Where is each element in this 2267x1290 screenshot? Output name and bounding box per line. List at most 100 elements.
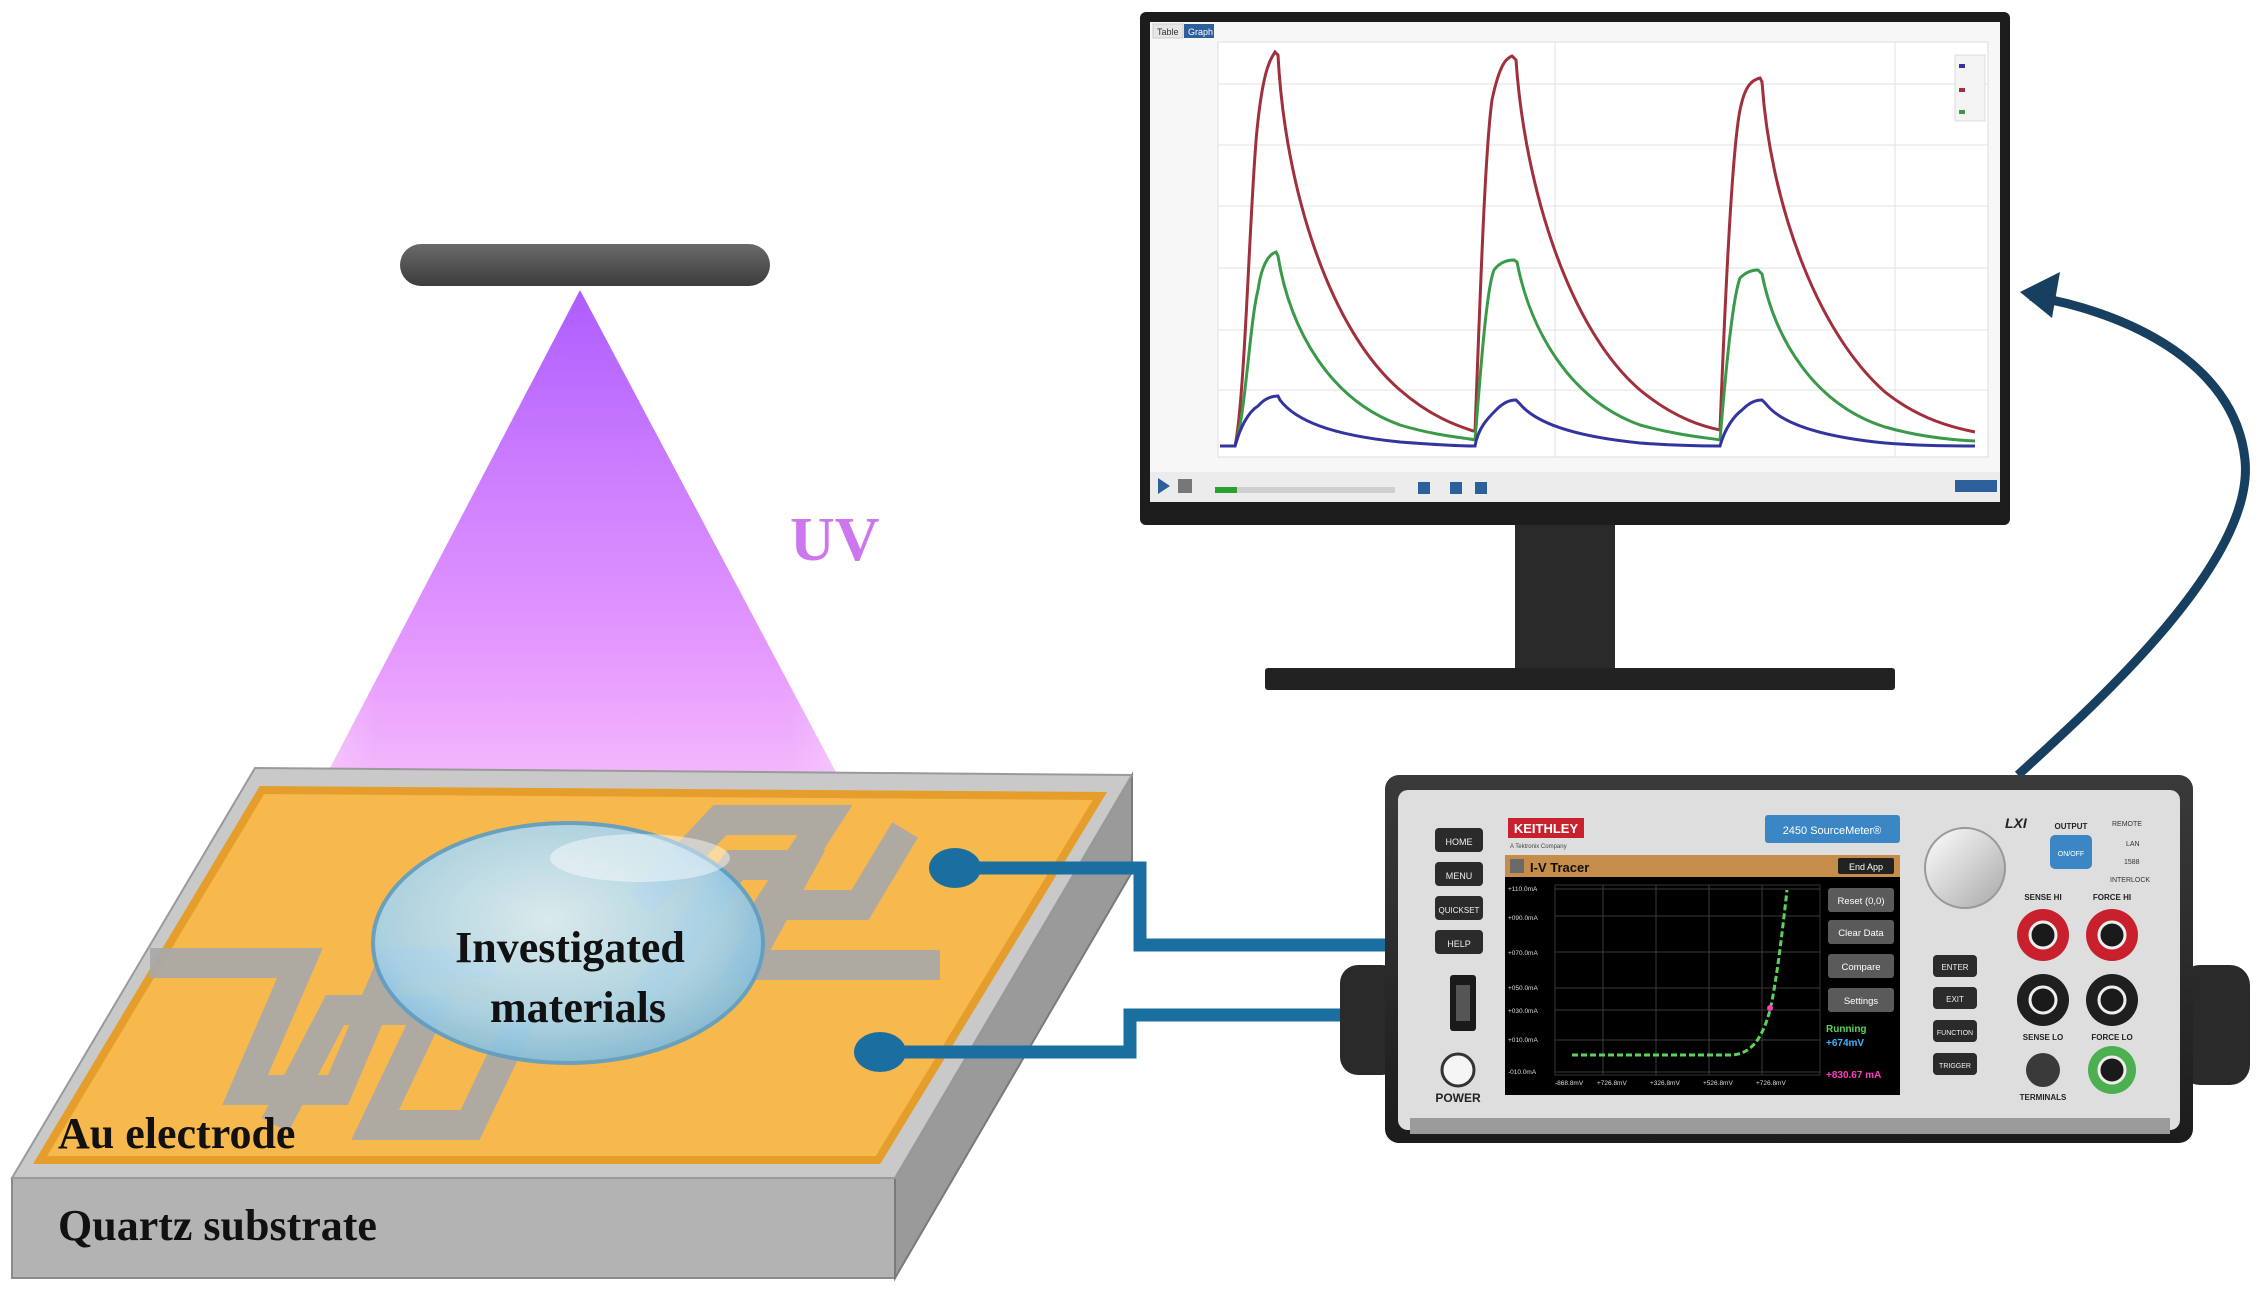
usb-slot xyxy=(1456,985,1470,1021)
clear-data-button[interactable] xyxy=(1828,920,1894,944)
settings-button[interactable] xyxy=(1828,988,1894,1012)
output-label: OUTPUT xyxy=(2055,822,2088,831)
trace-red xyxy=(1220,49,1976,448)
ground-terminal-inner xyxy=(2097,1055,2127,1085)
end-app-button[interactable] xyxy=(1838,858,1894,874)
sense-hi-inner xyxy=(2028,920,2058,950)
home-key[interactable] xyxy=(1435,828,1483,852)
onoff-label: ON/OFF xyxy=(2058,851,2084,858)
model-badge-text: 2450 SourceMeter® xyxy=(1783,825,1882,837)
legend-swatch-2 xyxy=(1959,88,1965,92)
instrument-settings-button[interactable] xyxy=(1955,480,1997,492)
app-icon xyxy=(1510,859,1524,873)
quartz-substrate-label: Quartz substrate xyxy=(58,1201,377,1250)
status-voltage: +674mV xyxy=(1826,1038,1864,1049)
info-icon[interactable] xyxy=(1475,482,1487,494)
status-current: +830.67 mA xyxy=(1826,1070,1881,1081)
data-flow-arrow xyxy=(2014,291,2250,779)
enter-key-label: ENTER xyxy=(1941,963,1968,972)
indicator-interlock: INTERLOCK xyxy=(2110,877,2150,884)
data-flow-arrowhead xyxy=(2020,272,2060,318)
iv-xtick: +326.8mV xyxy=(1650,1080,1680,1087)
output-on-off-button[interactable] xyxy=(2050,835,2092,869)
iv-ytick: +030.0mA xyxy=(1508,1008,1538,1015)
iv-xtick: +726.8mV xyxy=(1756,1080,1786,1087)
uv-label: UV xyxy=(790,506,880,574)
trigger-key[interactable] xyxy=(1933,1053,1977,1075)
droplet-highlight xyxy=(550,834,730,882)
iv-ytick: +070.0mA xyxy=(1508,950,1538,957)
function-key[interactable] xyxy=(1933,1020,1977,1042)
au-electrode-label: Au electrode xyxy=(58,1109,295,1158)
force-hi-label: FORCE HI xyxy=(2093,893,2131,902)
app-title: I-V Tracer xyxy=(1530,860,1589,875)
iv-ytick: +090.0mA xyxy=(1508,915,1538,922)
exit-key[interactable] xyxy=(1933,987,1977,1009)
terminals: SENSE HI FORCE HI SENSE LO FORCE LO TERM… xyxy=(2017,893,2138,1102)
compare-button[interactable] xyxy=(1828,954,1894,978)
reset-button-label: Reset (0,0) xyxy=(1838,896,1885,907)
progress-bar-fill xyxy=(1215,487,1237,493)
model-badge xyxy=(1765,815,1900,843)
status-running: Running xyxy=(1826,1024,1867,1035)
iv-y-ticks: +110.0mA +090.0mA +070.0mA +050.0mA +030… xyxy=(1508,886,1538,1076)
app-title-bar xyxy=(1505,855,1900,877)
monitor-tab-graph-label: Graph xyxy=(1188,27,1213,37)
terminals-label: TERMINALS xyxy=(2020,1093,2067,1102)
menu-key[interactable] xyxy=(1435,862,1483,886)
iv-ytick: +050.0mA xyxy=(1508,985,1538,992)
instrument-bottom-rail xyxy=(1410,1118,2170,1134)
power-label: POWER xyxy=(1435,1091,1481,1105)
iv-grid xyxy=(1555,885,1820,1075)
right-handle xyxy=(2180,965,2250,1085)
iv-plot xyxy=(1554,884,1821,1076)
indicator-remote: REMOTE xyxy=(2112,821,2142,828)
trace-green xyxy=(1220,250,1976,448)
monitor-tab-graph[interactable] xyxy=(1184,24,1214,38)
exit-key-label: EXIT xyxy=(1946,995,1964,1004)
home-key-label: HOME xyxy=(1446,837,1473,847)
indicator-1588: 1588 xyxy=(2124,859,2140,866)
legend-swatch-1 xyxy=(1959,64,1965,68)
trigger-key-label: TRIGGER xyxy=(1939,1063,1971,1070)
terminals-selector[interactable] xyxy=(2026,1053,2060,1087)
progress-bar-track xyxy=(1215,487,1395,493)
quickset-key-label: QUICKSET xyxy=(1439,906,1480,915)
menu-key-label: MENU xyxy=(1446,871,1473,881)
legend-swatch-3 xyxy=(1959,110,1965,114)
end-app-label: End App xyxy=(1849,862,1883,872)
export-icon[interactable] xyxy=(1450,482,1462,494)
save-icon[interactable] xyxy=(1418,482,1430,494)
investigated-materials-droplet xyxy=(371,821,765,1065)
help-key[interactable] xyxy=(1435,930,1483,954)
trace-blue xyxy=(1220,394,1976,448)
monitor-stand-base xyxy=(1265,668,1895,690)
au-bevel xyxy=(32,785,1108,1164)
reset-button[interactable] xyxy=(1828,888,1894,912)
left-keypad: HOME MENU QUICKSET HELP POWER xyxy=(1435,828,1483,1105)
source-meter: HOME MENU QUICKSET HELP POWER KEITHLEY A… xyxy=(1340,775,2250,1143)
stop-icon[interactable] xyxy=(1178,479,1192,493)
iv-ytick: +110.0mA xyxy=(1508,886,1538,893)
wire-top xyxy=(955,861,1395,952)
sense-hi-label: SENSE HI xyxy=(2024,893,2061,902)
navigation-knob[interactable] xyxy=(1924,827,2006,909)
lxi-logo: LXI xyxy=(2005,815,2028,831)
play-icon[interactable] xyxy=(1158,478,1170,494)
sense-lo-inner xyxy=(2028,985,2058,1015)
indicator-lan: LAN xyxy=(2126,841,2140,848)
investigated-label-line2: materials xyxy=(490,983,666,1032)
monitor-tab-table-label: Table xyxy=(1157,27,1179,37)
compare-label: Compare xyxy=(1841,962,1880,973)
power-button[interactable] xyxy=(1440,1052,1476,1088)
quickset-key[interactable] xyxy=(1435,896,1483,920)
keithley-subtext: A Tektronix Company xyxy=(1510,844,1567,850)
keithley-logo xyxy=(1508,818,1584,838)
monitor-tab-table[interactable] xyxy=(1152,23,1184,39)
iv-ytick: -010.0mA xyxy=(1508,1069,1537,1076)
iv-curve xyxy=(1572,889,1789,1057)
enter-key[interactable] xyxy=(1933,955,1977,977)
force-lo-label: FORCE LO xyxy=(2091,1033,2132,1042)
